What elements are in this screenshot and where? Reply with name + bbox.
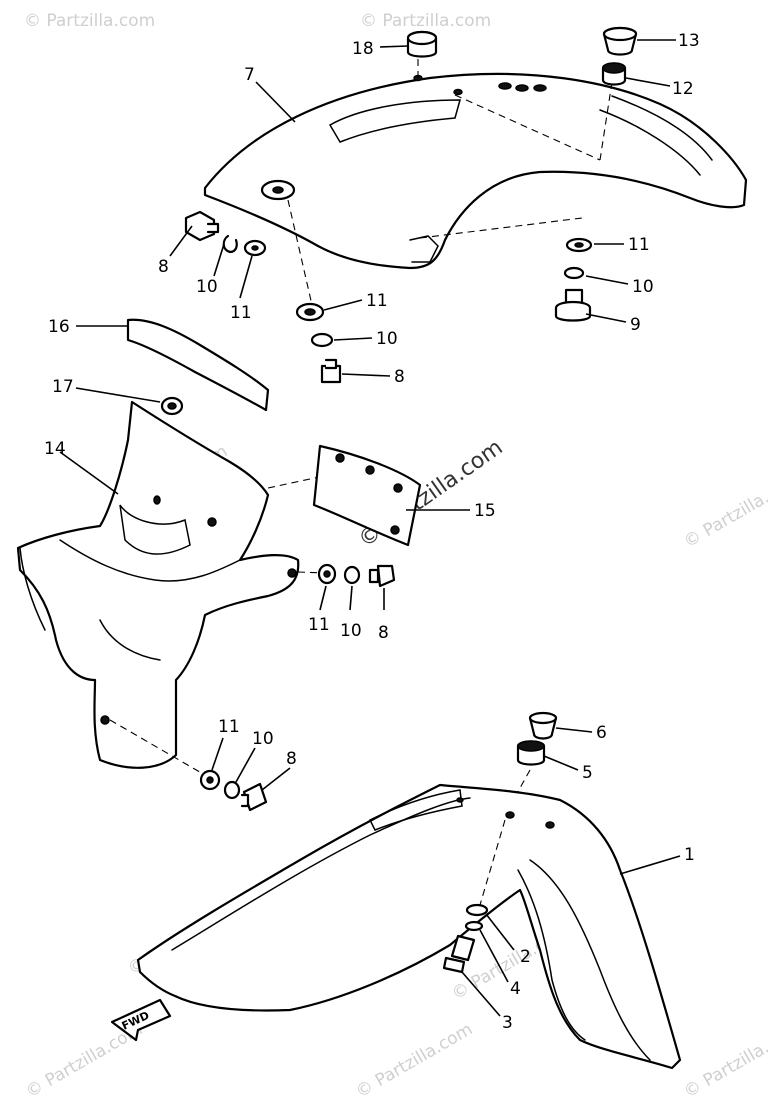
watermark-text: © Partzilla.com <box>681 1019 768 1102</box>
callout-8: 8 <box>158 257 169 277</box>
callout-10: 10 <box>340 621 362 641</box>
washer-2 <box>465 903 489 917</box>
callout-10: 10 <box>196 277 218 297</box>
callout-5: 5 <box>582 763 593 783</box>
callout-10: 10 <box>376 329 398 349</box>
callout-18: 18 <box>352 39 374 59</box>
callout-11: 11 <box>366 291 388 311</box>
callout-8: 8 <box>286 749 297 769</box>
callout-13: 13 <box>678 31 700 51</box>
callout-3: 3 <box>502 1013 513 1033</box>
callout-17: 17 <box>52 377 74 397</box>
watermark-text: © Partzilla.com <box>360 11 491 31</box>
washer-11-upper <box>243 239 267 257</box>
callout-15: 15 <box>474 501 496 521</box>
cap-6 <box>528 711 558 740</box>
washer-11-lower <box>199 769 221 791</box>
callout-11: 11 <box>218 717 240 737</box>
bolt-8-center <box>320 358 342 384</box>
rear-fender <box>203 48 748 270</box>
watermark-text: © Partzilla.com <box>24 11 155 31</box>
callout-2: 2 <box>520 947 531 967</box>
callout-11: 11 <box>230 303 252 323</box>
washer-10-lower <box>223 780 241 800</box>
grommet-18 <box>406 30 438 58</box>
fwd-arrow-icon: FWD <box>110 998 172 1042</box>
front-fender <box>136 783 682 1070</box>
number-plate-14 <box>16 400 353 776</box>
washer-10-upper <box>222 234 238 254</box>
cap-13 <box>602 26 638 56</box>
callout-11: 11 <box>308 615 330 635</box>
washer-10-mid <box>343 565 361 585</box>
callout-12: 12 <box>672 79 694 99</box>
leader-lines <box>59 39 681 1017</box>
washer-11-mid <box>317 563 337 585</box>
callout-10: 10 <box>252 729 274 749</box>
washer-10-right <box>563 266 585 280</box>
callout-4: 4 <box>510 979 521 999</box>
washer-4 <box>464 920 484 932</box>
watermark-text: © Partzilla.com <box>681 469 768 552</box>
plate-15 <box>312 444 422 547</box>
callout-10: 10 <box>632 277 654 297</box>
callout-9: 9 <box>630 315 641 335</box>
washer-11-center <box>295 302 325 322</box>
callout-6: 6 <box>596 723 607 743</box>
bracket-16 <box>126 318 270 412</box>
collar-5 <box>516 740 546 766</box>
callout-1: 1 <box>684 845 695 865</box>
bolt-8-lower <box>240 782 268 812</box>
watermark-text: © Partzilla.com <box>353 1019 477 1102</box>
callout-11: 11 <box>628 235 650 255</box>
grommet-17 <box>160 396 184 416</box>
bolt-9 <box>554 288 592 322</box>
callout-14: 14 <box>44 439 66 459</box>
callout-16: 16 <box>48 317 70 337</box>
bolt-8-mid <box>368 564 396 588</box>
washer-10-center <box>310 332 334 348</box>
grommet-12 <box>601 62 627 86</box>
callout-7: 7 <box>244 65 255 85</box>
callout-8: 8 <box>378 623 389 643</box>
callout-8: 8 <box>394 367 405 387</box>
washer-11-right <box>565 237 593 253</box>
bolt-8-upper <box>184 210 220 242</box>
callout-labels: 18 13 12 7 8 10 11 11 10 9 11 10 8 16 17… <box>44 31 700 1033</box>
